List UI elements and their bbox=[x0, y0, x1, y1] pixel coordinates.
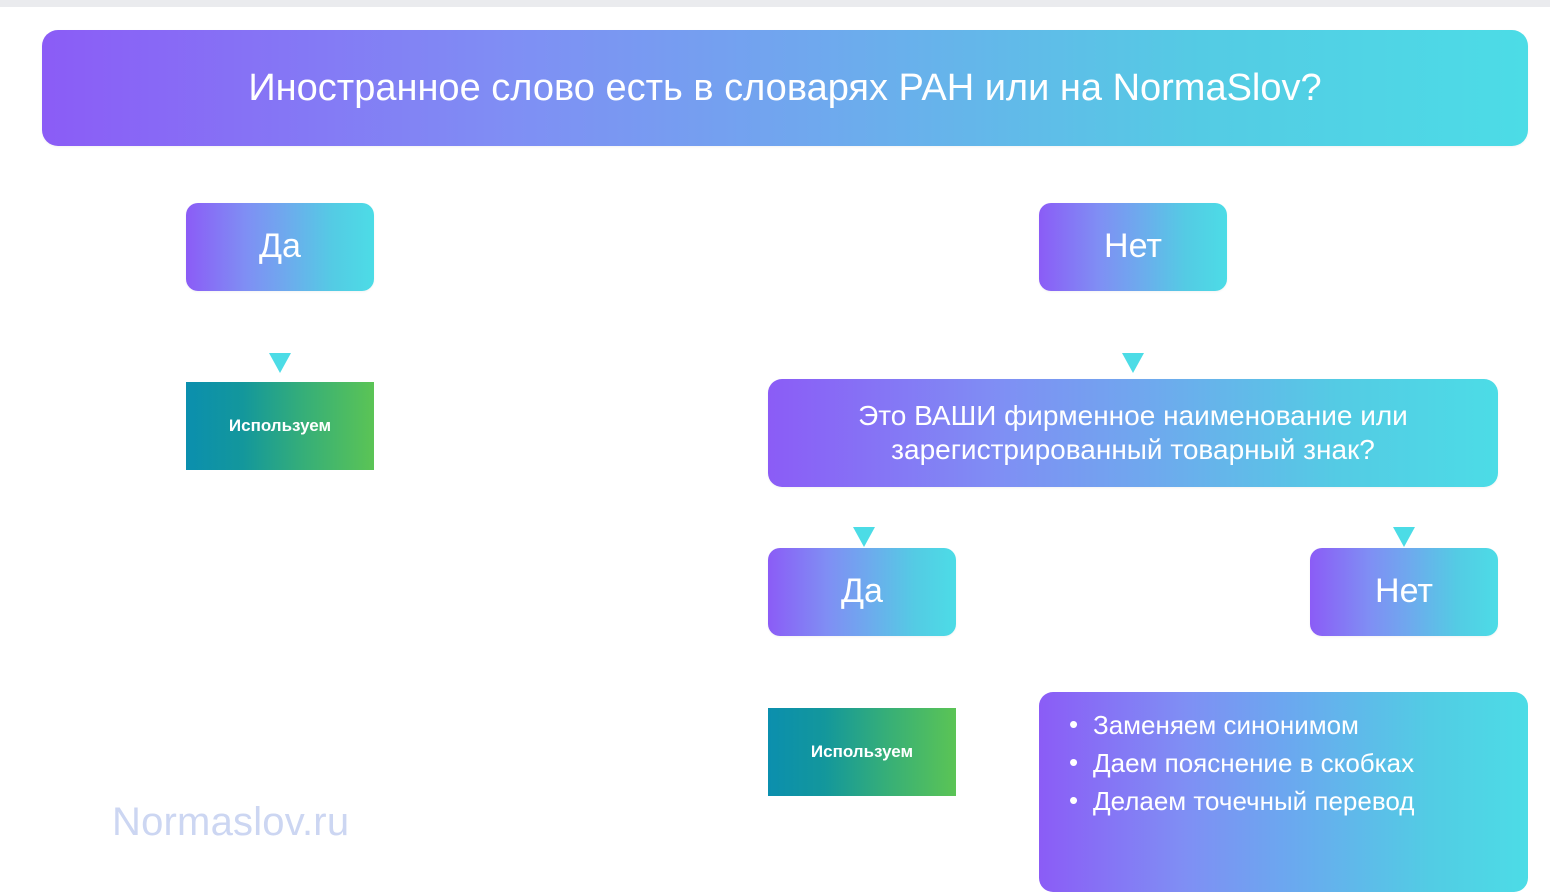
arrow-yes1-to-use1 bbox=[269, 293, 291, 373]
list-item: Даем пояснение в скобках bbox=[1069, 745, 1506, 782]
flowchart-title-node: Иностранное слово есть в словарях РАН ил… bbox=[42, 30, 1528, 146]
node-no-level1: Нет bbox=[1039, 203, 1227, 291]
node-use-level2: Используем bbox=[768, 708, 956, 796]
node-no-level2: Нет bbox=[1310, 548, 1498, 636]
node-yes-level2: Да bbox=[768, 548, 956, 636]
node-question-trademark: Это ВАШИ фирменное наименование или заре… bbox=[768, 379, 1498, 487]
node-use-level1: Используем bbox=[186, 382, 374, 470]
arrow-no1-to-question2 bbox=[1122, 293, 1144, 373]
node-yes-level1: Да bbox=[186, 203, 374, 291]
node-actions-list: Заменяем синонимом Даем пояснение в скоб… bbox=[1039, 692, 1528, 892]
watermark: Normaslov.ru bbox=[112, 800, 350, 844]
arrow-question2-to-yes2 bbox=[853, 487, 875, 547]
actions-list: Заменяем синонимом Даем пояснение в скоб… bbox=[1061, 707, 1506, 820]
list-item: Заменяем синонимом bbox=[1069, 707, 1506, 744]
arrow-question2-to-no2 bbox=[1393, 487, 1415, 547]
list-item: Делаем точечный перевод bbox=[1069, 783, 1506, 820]
top-strip bbox=[0, 0, 1550, 7]
